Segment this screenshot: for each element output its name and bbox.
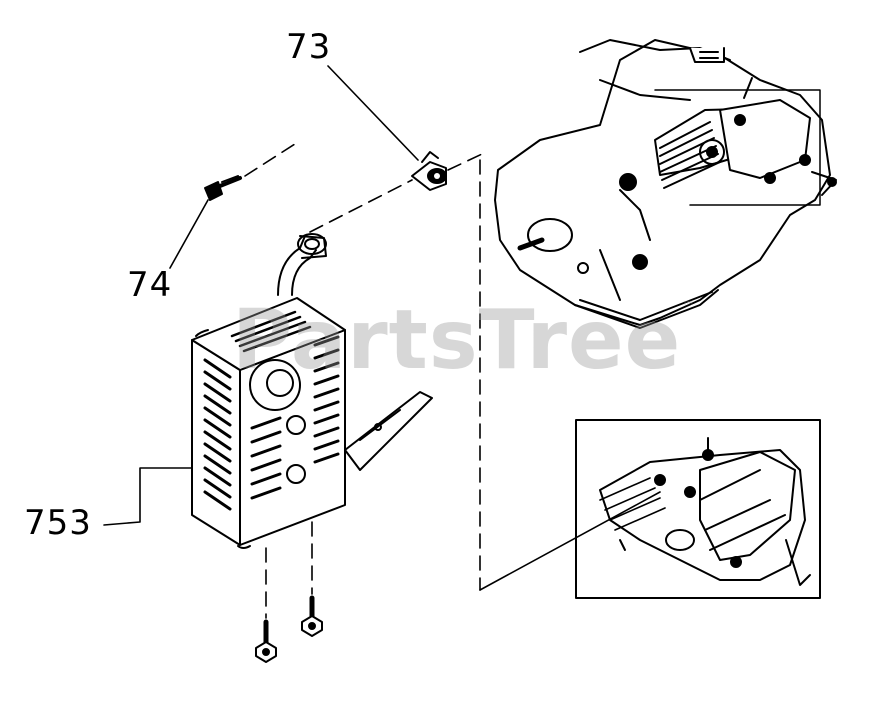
- watermark-text: PartsTree: [232, 293, 682, 388]
- watermark: PartsTree™: [232, 300, 696, 382]
- callout-73: 73: [286, 27, 332, 67]
- callout-74: 74: [127, 265, 173, 305]
- inset-detail: [479, 419, 821, 599]
- assembly-lines: [244, 141, 483, 619]
- callout-753: 753: [24, 503, 92, 543]
- watermark-trademark: ™: [681, 299, 697, 315]
- clamp-73: [411, 151, 447, 191]
- engine: [494, 39, 837, 329]
- screw-left: [255, 619, 277, 663]
- leader-lines: [103, 65, 419, 526]
- muffler: [191, 233, 433, 549]
- screw-right: [301, 595, 323, 637]
- bolt-74: [204, 175, 242, 201]
